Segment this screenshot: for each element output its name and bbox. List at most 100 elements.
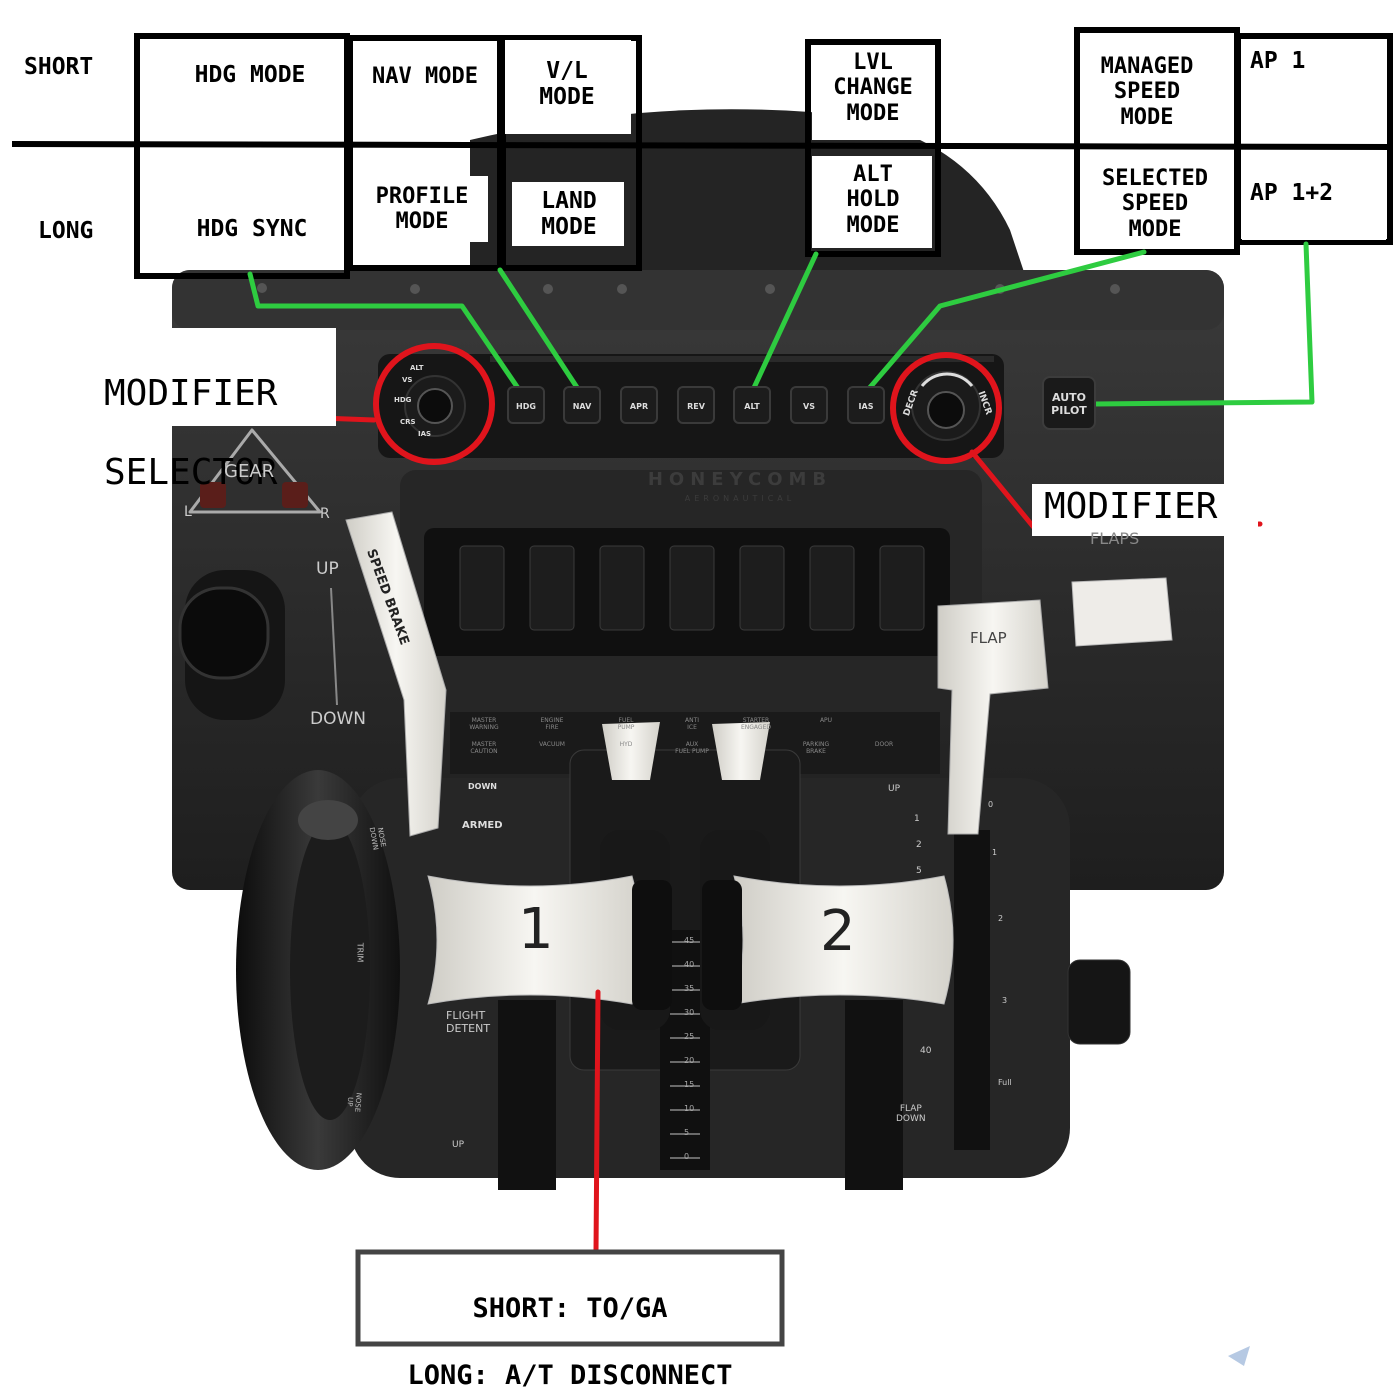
center-scale-10: 10 bbox=[684, 1104, 695, 1113]
speed-brake-lever[interactable] bbox=[345, 511, 447, 837]
ap-button-vs[interactable]: VS bbox=[790, 386, 828, 424]
gear-right-label: R bbox=[320, 506, 330, 522]
label-ap1: AP 1 bbox=[1250, 48, 1306, 74]
ap-button-hdg[interactable]: HDG bbox=[507, 386, 545, 424]
center-scale-15: 15 bbox=[684, 1080, 695, 1089]
brand-subtitle: AERONAUTICAL bbox=[684, 494, 796, 503]
selector-label-crs: CRS bbox=[400, 418, 416, 426]
flap-scale-0: 0 bbox=[988, 800, 994, 809]
flaps-button[interactable] bbox=[1071, 577, 1173, 647]
annunciator-6: MASTER CAUTION bbox=[470, 741, 498, 755]
callout-toga-short: SHORT: TO/GA bbox=[472, 1292, 668, 1324]
short-long-divider bbox=[11, 141, 1393, 150]
connector-autopilot bbox=[1091, 241, 1315, 407]
box-ap bbox=[1235, 33, 1393, 245]
trim-wheel-highlight bbox=[298, 800, 358, 840]
gear-up-label: UP bbox=[316, 559, 339, 579]
brand-name: HONEYCOMB bbox=[647, 469, 833, 490]
label-hdg-sync: HDG SYNC bbox=[196, 216, 308, 242]
flap-mark-0: UP bbox=[888, 784, 901, 794]
throttle-hub-2 bbox=[702, 880, 742, 1010]
flap-mark-3: 5 bbox=[916, 866, 922, 876]
strip-bevel bbox=[490, 356, 994, 362]
modifier-arc-arrow bbox=[920, 372, 974, 387]
ap-button-apr[interactable]: APR bbox=[620, 386, 658, 424]
selector-label-vs: VS bbox=[402, 376, 413, 384]
connector-ias bbox=[863, 249, 1147, 395]
callout-modifier-selector-line1: MODIFIER bbox=[104, 372, 278, 414]
gear-down-label: DOWN bbox=[310, 709, 366, 729]
center-scale-35: 35 bbox=[684, 984, 695, 993]
trim-wheel-inner bbox=[290, 820, 370, 1120]
flap-scale-3: 3 bbox=[1002, 996, 1008, 1005]
flap-slot bbox=[954, 830, 990, 1150]
rocker-switches bbox=[459, 545, 925, 631]
gear-handle[interactable] bbox=[178, 586, 270, 680]
annunciator-9: AUX FUEL PUMP bbox=[675, 741, 709, 755]
label-hdg-mode: HDG MODE bbox=[194, 62, 306, 88]
box-lvl-alt bbox=[805, 39, 941, 257]
ap-button-ias[interactable]: IAS bbox=[847, 386, 885, 424]
flight-detent-label: FLIGHT DETENT bbox=[446, 1009, 491, 1035]
center-scale-5: 5 bbox=[684, 1128, 690, 1137]
row-label-long: LONG bbox=[38, 218, 94, 244]
callout-modifier-selector-line2: SELECTOR bbox=[104, 451, 278, 493]
center-scale-30: 30 bbox=[684, 1008, 695, 1017]
slot-2 bbox=[845, 1000, 903, 1190]
flap-scale-4: Full bbox=[998, 1078, 1012, 1087]
callout-toga: SHORT: TO/GA LONG: A/T DISCONNECT bbox=[362, 1258, 778, 1400]
annunciator-11: DOOR bbox=[874, 741, 894, 748]
flap-scale-1: 1 bbox=[992, 848, 998, 857]
annunciator-10: PARKING BRAKE bbox=[802, 741, 830, 755]
flap-scale-2: 2 bbox=[998, 914, 1004, 923]
callout-modifier-selector: MODIFIER SELECTOR bbox=[104, 334, 334, 532]
ap-button-alt[interactable]: ALT bbox=[733, 386, 771, 424]
ap-button-rev[interactable]: REV bbox=[677, 386, 715, 424]
up-mark-label: UP bbox=[452, 1140, 465, 1150]
annunciator-3: ANTI ICE bbox=[684, 717, 700, 731]
autopilot-button[interactable]: AUTO PILOT bbox=[1042, 376, 1096, 430]
flap-down-label: FLAP DOWN bbox=[896, 1104, 926, 1125]
throttle-1-number: 1 bbox=[518, 897, 554, 962]
flaps-label: FLAPS bbox=[1090, 529, 1140, 548]
center-scale-40: 40 bbox=[684, 960, 695, 969]
send-arrow-icon bbox=[1228, 1346, 1250, 1366]
toga-box bbox=[355, 1249, 785, 1347]
center-scale-20: 20 bbox=[684, 1056, 695, 1065]
selector-knob[interactable] bbox=[417, 388, 453, 424]
label-vl-mode: V/L MODE bbox=[539, 58, 595, 111]
flap-lever[interactable] bbox=[937, 599, 1049, 835]
side-knob[interactable] bbox=[1067, 959, 1131, 1045]
selector-label-ias: IAS bbox=[418, 430, 432, 438]
flap-mark-1: 1 bbox=[914, 814, 920, 824]
gear-title: GEAR bbox=[224, 461, 275, 482]
center-scale-0: 0 bbox=[684, 1152, 690, 1161]
throttle-hub-1 bbox=[632, 880, 672, 1010]
label-land-mode: LAND MODE bbox=[541, 188, 597, 241]
gear-track bbox=[330, 587, 338, 706]
row-label-short: SHORT bbox=[24, 54, 94, 80]
selector-label-hdg: HDG bbox=[394, 396, 412, 404]
panel-top-edge bbox=[172, 270, 1224, 330]
center-scale-45: 45 bbox=[684, 936, 695, 945]
connector-hdg bbox=[247, 271, 525, 397]
modifier-selector-ring bbox=[373, 343, 495, 465]
annunciator-0: MASTER WARNING bbox=[469, 717, 499, 731]
annunciator-1: ENGINE FIRE bbox=[540, 717, 564, 731]
modifier-ring bbox=[890, 352, 1002, 464]
label-selected-speed-mode: SELECTED SPEED MODE bbox=[1102, 166, 1208, 242]
throttle-handle-1[interactable] bbox=[427, 875, 642, 1005]
label-ap12: AP 1+2 bbox=[1250, 180, 1334, 206]
reverser-lever-1[interactable] bbox=[602, 722, 660, 780]
connector-lines bbox=[247, 241, 1315, 407]
gear-left-label: L bbox=[184, 504, 192, 520]
label-lvl-change-mode: LVL CHANGE MODE bbox=[833, 50, 913, 126]
ap-button-nav[interactable]: NAV bbox=[563, 386, 601, 424]
annunciator-4: STARTER ENGAGED bbox=[741, 717, 771, 731]
modifier-knob[interactable] bbox=[927, 391, 965, 429]
reverser-lever-2[interactable] bbox=[712, 722, 770, 780]
label-nav-mode: NAV MODE bbox=[372, 64, 478, 89]
trim-label: TRIM bbox=[355, 942, 365, 963]
